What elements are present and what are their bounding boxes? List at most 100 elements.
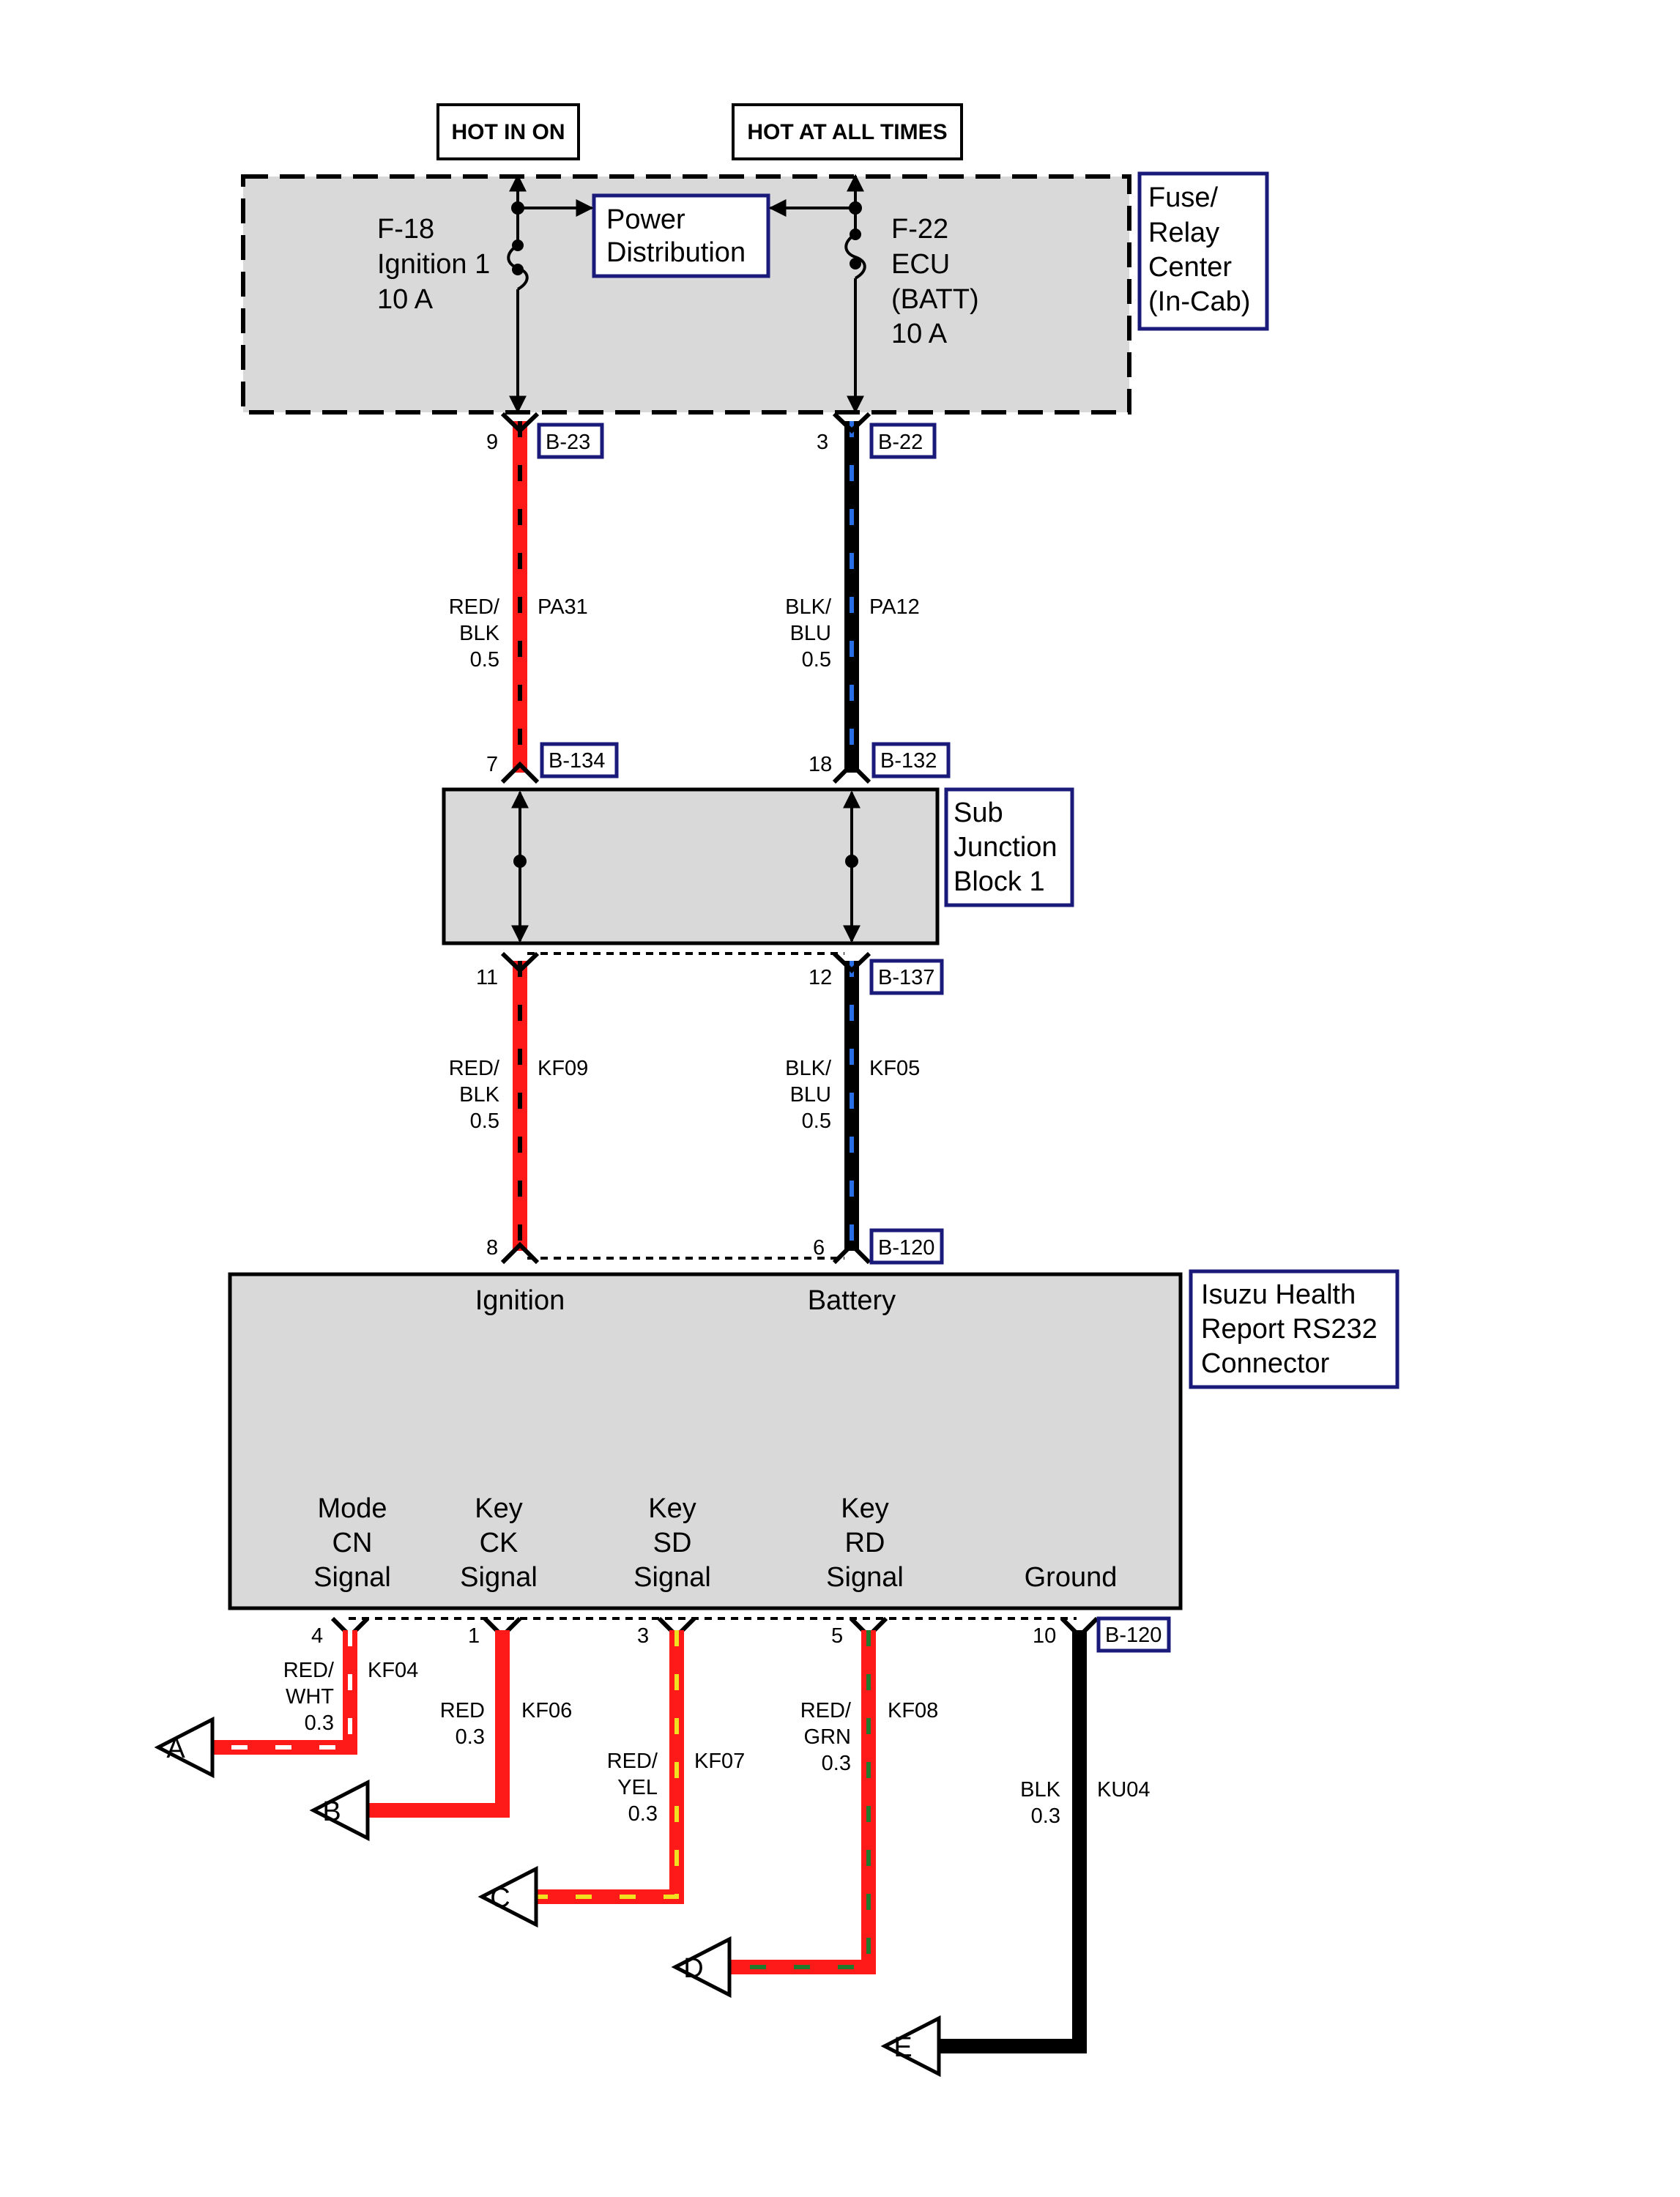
svg-text:B-132: B-132 bbox=[880, 749, 937, 773]
connector-b134: B-134 7 bbox=[486, 742, 619, 778]
fuse-f18-label: F-18 Ignition 1 10 A bbox=[377, 214, 490, 315]
connector-chevrons-bottom bbox=[330, 1616, 1099, 1640]
wire-kf04 bbox=[212, 1630, 357, 1755]
svg-text:SD: SD bbox=[653, 1528, 692, 1558]
svg-text:8: 8 bbox=[486, 1236, 498, 1260]
svg-text:RED/: RED/ bbox=[800, 1699, 852, 1722]
wire-kf06 bbox=[368, 1630, 510, 1818]
signal-key-sd: Key SD Signal bbox=[633, 1493, 711, 1593]
svg-text:WHT: WHT bbox=[286, 1685, 334, 1709]
svg-text:0.3: 0.3 bbox=[456, 1725, 485, 1749]
svg-text:11: 11 bbox=[476, 966, 498, 989]
svg-text:HOT IN ON: HOT IN ON bbox=[452, 120, 565, 144]
svg-text:D: D bbox=[683, 1953, 703, 1984]
svg-text:10 A: 10 A bbox=[377, 284, 434, 315]
fuse-f18-symbol bbox=[507, 174, 529, 414]
connector-chevrons-mid bbox=[500, 951, 871, 1265]
wire-ku04 bbox=[939, 1630, 1087, 2053]
connector-b120-bottom: B-120 bbox=[1096, 1616, 1171, 1653]
svg-text:10 A: 10 A bbox=[891, 319, 948, 349]
svg-text:F-22: F-22 bbox=[891, 214, 948, 245]
bottom-pins: 4 1 3 5 10 bbox=[311, 1624, 1056, 1648]
health-report-box bbox=[228, 1272, 1183, 1610]
wire-kf09-label: RED/ BLK 0.5 KF09 bbox=[449, 1057, 589, 1133]
svg-text:Connector: Connector bbox=[1201, 1348, 1330, 1379]
svg-text:4: 4 bbox=[311, 1624, 323, 1648]
wire-kf08 bbox=[729, 1630, 876, 1974]
terminal-c: C bbox=[477, 1865, 538, 1928]
svg-text:PA12: PA12 bbox=[869, 595, 920, 619]
wire-pa31-label: RED/ BLK 0.5 PA31 bbox=[449, 595, 588, 672]
wire-kf04-label: RED/ WHT 0.3 KF04 bbox=[283, 1659, 419, 1735]
wire-kf08-label: RED/ GRN 0.3 KF08 bbox=[800, 1699, 939, 1775]
svg-text:3: 3 bbox=[817, 431, 828, 454]
svg-text:Signal: Signal bbox=[460, 1562, 538, 1593]
svg-text:Sub: Sub bbox=[954, 798, 1003, 828]
svg-text:BLK: BLK bbox=[459, 622, 499, 645]
svg-text:(In-Cab): (In-Cab) bbox=[1148, 286, 1250, 317]
svg-text:Fuse/: Fuse/ bbox=[1148, 182, 1218, 213]
svg-text:Report RS232: Report RS232 bbox=[1201, 1314, 1378, 1345]
svg-text:RED: RED bbox=[440, 1699, 485, 1722]
wire-pa12-label: BLK/ BLU 0.5 PA12 bbox=[785, 595, 920, 672]
svg-text:Relay: Relay bbox=[1148, 218, 1219, 248]
svg-text:9: 9 bbox=[486, 431, 498, 454]
signal-key-ck: Key CK Signal bbox=[460, 1493, 538, 1593]
svg-text:RED/: RED/ bbox=[283, 1659, 335, 1682]
svg-text:PA31: PA31 bbox=[538, 595, 588, 619]
svg-text:Key: Key bbox=[648, 1493, 696, 1524]
svg-text:Key: Key bbox=[841, 1493, 888, 1524]
ignition-label: Ignition bbox=[475, 1285, 565, 1316]
connector-chevrons-top bbox=[500, 412, 871, 784]
svg-text:B-120: B-120 bbox=[878, 1236, 934, 1260]
svg-text:B-23: B-23 bbox=[546, 431, 590, 454]
svg-text:BLK/: BLK/ bbox=[785, 595, 832, 619]
svg-text:KU04: KU04 bbox=[1097, 1778, 1151, 1802]
svg-text:0.5: 0.5 bbox=[470, 1109, 499, 1133]
svg-text:BLU: BLU bbox=[790, 1083, 831, 1107]
svg-text:ECU: ECU bbox=[891, 249, 950, 280]
svg-text:BLK: BLK bbox=[459, 1083, 499, 1107]
terminal-b: B bbox=[309, 1779, 370, 1842]
svg-text:RED/: RED/ bbox=[449, 595, 500, 619]
svg-text:12: 12 bbox=[809, 966, 832, 989]
svg-text:YEL: YEL bbox=[617, 1776, 658, 1799]
svg-text:0.3: 0.3 bbox=[1031, 1804, 1060, 1828]
fuse-f22-symbol bbox=[844, 174, 866, 414]
svg-text:18: 18 bbox=[809, 753, 832, 776]
wire-ku04-label: BLK 0.3 KU04 bbox=[1020, 1778, 1150, 1828]
fuse-f22-label: F-22 ECU (BATT) 10 A bbox=[891, 214, 979, 349]
svg-text:RED/: RED/ bbox=[449, 1057, 500, 1080]
svg-text:Signal: Signal bbox=[313, 1562, 391, 1593]
svg-text:KF08: KF08 bbox=[888, 1699, 938, 1722]
health-report-label: Isuzu Health Report RS232 Connector bbox=[1189, 1269, 1400, 1389]
svg-text:KF04: KF04 bbox=[368, 1659, 418, 1682]
signal-mode-cn: Mode CN Signal bbox=[313, 1493, 391, 1593]
connector-b23: B-23 9 bbox=[486, 423, 604, 459]
svg-text:B-120: B-120 bbox=[1105, 1624, 1161, 1647]
svg-text:0.3: 0.3 bbox=[628, 1802, 658, 1826]
svg-text:GRN: GRN bbox=[804, 1725, 851, 1749]
signal-key-rd: Key RD Signal bbox=[826, 1493, 904, 1593]
terminal-e: E bbox=[880, 2015, 941, 2078]
svg-text:A: A bbox=[166, 1733, 185, 1764]
svg-text:Distribution: Distribution bbox=[606, 237, 746, 268]
svg-text:BLK: BLK bbox=[1020, 1778, 1060, 1802]
svg-text:F-18: F-18 bbox=[377, 214, 434, 245]
connector-b132: B-132 18 bbox=[809, 742, 951, 778]
svg-text:B: B bbox=[322, 1796, 341, 1827]
svg-text:CK: CK bbox=[480, 1528, 519, 1558]
wire-kf05-label: BLK/ BLU 0.5 KF05 bbox=[785, 1057, 920, 1133]
svg-text:0.5: 0.5 bbox=[802, 1109, 831, 1133]
svg-text:BLU: BLU bbox=[790, 622, 831, 645]
svg-text:C: C bbox=[490, 1883, 510, 1914]
svg-text:Mode: Mode bbox=[317, 1493, 387, 1524]
svg-text:6: 6 bbox=[813, 1236, 825, 1260]
svg-text:0.5: 0.5 bbox=[470, 648, 499, 672]
svg-text:KF09: KF09 bbox=[538, 1057, 588, 1080]
svg-text:5: 5 bbox=[831, 1624, 843, 1648]
svg-text:B-22: B-22 bbox=[878, 431, 923, 454]
svg-text:Ignition 1: Ignition 1 bbox=[377, 249, 490, 280]
hot-at-all-times-label: HOT AT ALL TIMES bbox=[732, 103, 963, 160]
svg-text:3: 3 bbox=[637, 1624, 649, 1648]
